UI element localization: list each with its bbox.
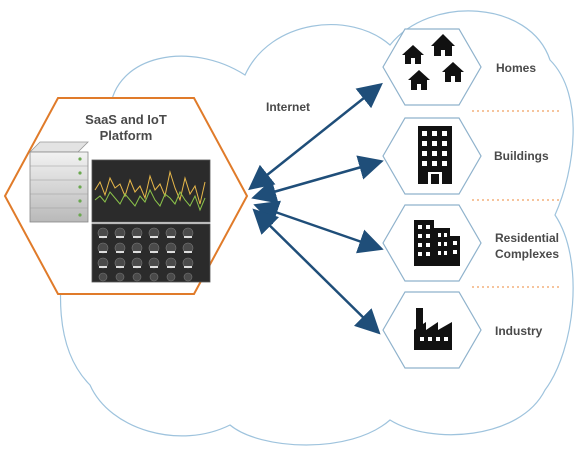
buildings-label: Buildings [494, 149, 549, 163]
industry-label: Industry [495, 324, 543, 338]
internet-label: Internet [266, 100, 311, 114]
houses-icon [402, 34, 464, 90]
residential-complexes-label: Residential Complexes [484, 230, 570, 262]
arrow-to-residential [253, 200, 384, 254]
server-rack-icon [29, 141, 89, 223]
arrow-to-buildings [251, 155, 384, 204]
platform-title-line2: Platform [99, 128, 153, 143]
gauge-grid-icon [91, 223, 211, 283]
office-building-icon [418, 126, 452, 184]
homes-hexagon [382, 28, 482, 106]
arrow-to-industry [252, 208, 381, 335]
platform-title: SaaS and IoT Platform [60, 112, 192, 144]
cloud-outline [45, 10, 574, 446]
homes-label: Homes [496, 61, 537, 75]
residential-label-line2: Complexes [494, 247, 560, 261]
residential-label-line1: Residential [494, 231, 560, 245]
factory-icon [414, 308, 452, 350]
platform-title-line1: SaaS and IoT [85, 112, 167, 127]
apartment-blocks-icon [414, 220, 460, 266]
dashboard-chart-icon [91, 159, 211, 223]
